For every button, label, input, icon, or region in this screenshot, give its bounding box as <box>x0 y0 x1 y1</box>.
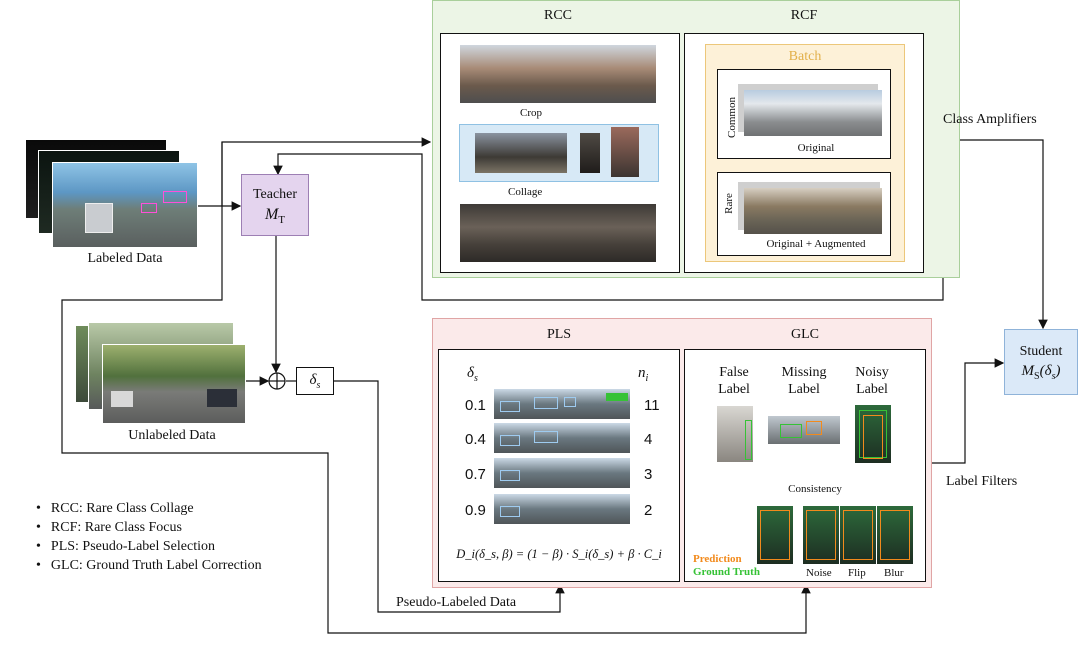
false-label-image <box>717 406 753 462</box>
common-image-front <box>744 90 882 136</box>
rare-image-front <box>744 188 882 234</box>
pls-row-image <box>494 389 630 419</box>
aug-image-flip <box>840 506 876 564</box>
pls-formula: D_i(δ_s, β) = (1 − β) · S_i(δ_s) + β · C… <box>456 547 662 561</box>
common-label: Common <box>725 97 738 138</box>
noise-label: Noise <box>806 567 832 579</box>
rcc-title: RCC <box>543 8 572 23</box>
collage-label: Collage <box>508 186 543 198</box>
student-symbol: MS(δs) <box>1021 363 1061 382</box>
pls-row-image <box>494 423 630 453</box>
original-label: Original <box>797 142 835 154</box>
pls-row-delta: 0.1 <box>465 397 486 414</box>
pls-row-delta: 0.9 <box>465 502 486 519</box>
noisy-label-image <box>855 405 891 463</box>
flip-label: Flip <box>848 567 866 579</box>
rcc-collage-image <box>460 204 656 262</box>
prediction-legend: Prediction <box>693 553 742 565</box>
pls-row-delta: 0.7 <box>465 466 486 483</box>
blur-label: Blur <box>884 567 904 579</box>
delta-s-symbol: δs <box>309 372 321 391</box>
crop-image-2 <box>580 133 600 173</box>
unlabeled-data-stack <box>76 320 246 424</box>
crop-image-1 <box>475 133 567 173</box>
labeled-data-stack <box>26 140 198 248</box>
student-box <box>1004 329 1078 395</box>
pls-col-delta: δs <box>467 365 478 384</box>
consistency-label: Consistency <box>788 483 842 495</box>
student-title: Student <box>1019 344 1063 359</box>
pls-row-image <box>494 458 630 488</box>
pls-row-n: 2 <box>644 502 653 519</box>
rcc-source-image <box>460 45 656 103</box>
teacher-symbol: MT <box>264 206 286 227</box>
pls-row-n: 4 <box>644 431 653 448</box>
unlabeled-image-front <box>102 344 246 424</box>
pseudo-labeled-label: Pseudo-Labeled Data <box>396 595 517 610</box>
glc-title: GLC <box>791 327 819 342</box>
batch-label: Batch <box>788 49 822 64</box>
label-filters-label: Label Filters <box>946 474 1018 489</box>
unlabeled-data-label: Unlabeled Data <box>128 428 216 443</box>
rcf-title: RCF <box>790 8 818 23</box>
delta-s-box <box>296 367 334 395</box>
abbreviation-legend: RCC: Rare Class Collage RCF: Rare Class … <box>36 499 262 575</box>
legend-item: RCC: Rare Class Collage <box>36 499 262 518</box>
missing-label-image <box>768 416 840 444</box>
pls-row-n: 3 <box>644 466 653 483</box>
aug-image-blur <box>877 506 913 564</box>
teacher-title: Teacher <box>252 187 298 202</box>
legend-item: PLS: Pseudo-Label Selection <box>36 537 262 556</box>
pls-col-n: ni <box>638 365 649 384</box>
rare-label: Rare <box>722 193 735 214</box>
aug-image-original <box>757 506 793 564</box>
ground-truth-legend: Ground Truth <box>693 566 760 578</box>
legend-item: RCF: Rare Class Focus <box>36 518 262 537</box>
pls-title: PLS <box>546 327 572 342</box>
labeled-data-label: Labeled Data <box>87 251 163 266</box>
pls-row-image <box>494 494 630 524</box>
orig-aug-label: Original + Augmented <box>766 238 866 250</box>
crop-image-3 <box>611 127 639 177</box>
pls-row-delta: 0.4 <box>465 431 486 448</box>
crop-label: Crop <box>520 107 542 119</box>
pls-row-n: 11 <box>644 397 660 414</box>
labeled-image-front <box>52 162 198 248</box>
class-amplifiers-label: Class Amplifiers <box>943 112 1037 127</box>
aug-image-noise <box>803 506 839 564</box>
legend-item: GLC: Ground Truth Label Correction <box>36 556 262 575</box>
teacher-box <box>241 174 309 236</box>
